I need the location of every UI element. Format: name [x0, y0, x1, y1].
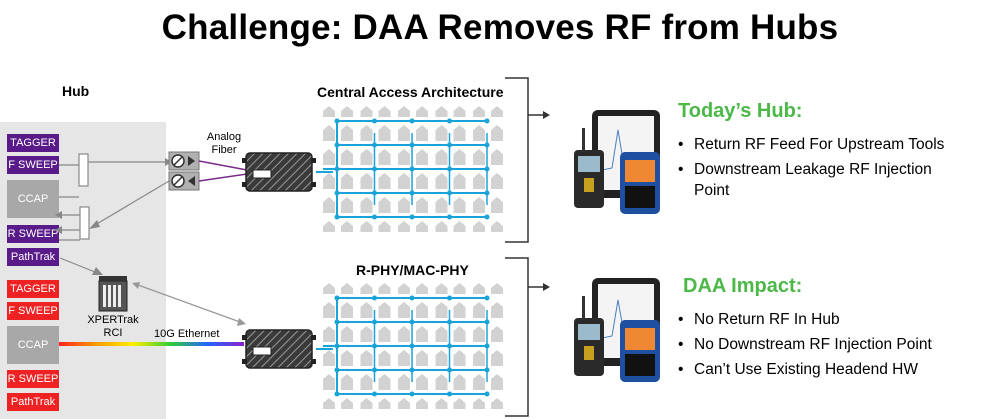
todays-hub-list: Return RF Feed For Upstream Tools Downst… — [676, 134, 996, 205]
list-item: No Return RF In Hub — [676, 309, 996, 330]
ethernet-label: 10G Ethernet — [154, 328, 220, 340]
bracket-top — [505, 77, 550, 243]
hub-label: Hub — [62, 83, 90, 99]
pathtrak-box-bottom: PathTrak — [7, 393, 59, 411]
splitter-top — [55, 153, 172, 275]
list-item: Return RF Feed For Upstream Tools — [676, 134, 996, 155]
page-title: Challenge: DAA Removes RF from Hubs — [161, 8, 839, 47]
xpertrak-rci-icon — [98, 276, 128, 312]
xpertrak-label: XPERTrak RCI — [87, 314, 139, 339]
daa-impact-list: No Return RF In Hub No Downstream RF Inj… — [676, 309, 996, 384]
fiber-transceiver-icon — [168, 151, 200, 191]
f-sweep-box-bottom: F SWEEP — [7, 302, 59, 320]
network-grid-bottom — [323, 283, 503, 409]
list-item: Downstream Leakage RF Injection Point — [676, 159, 934, 201]
tagger-box-top: TAGGER — [7, 134, 59, 152]
daa-impact-heading: DAA Impact: — [683, 275, 803, 297]
list-item: No Downstream RF Injection Point — [676, 334, 996, 355]
r-sweep-box-bottom: R SWEEP — [7, 370, 59, 388]
pathtrak-box-top: PathTrak — [7, 248, 59, 266]
bracket-bottom — [505, 257, 550, 417]
tagger-box-bottom: TAGGER — [7, 280, 59, 298]
rphy-label: R-PHY/MAC-PHY — [356, 262, 469, 278]
todays-hub-heading: Today’s Hub: — [678, 100, 803, 122]
r-sweep-box-top: R SWEEP — [7, 225, 59, 243]
node-icon-bottom — [242, 329, 316, 369]
f-sweep-box-top: F SWEEP — [7, 156, 59, 174]
test-meter-icon-top — [574, 110, 660, 214]
ccap-box-bottom: CCAP — [7, 326, 59, 364]
node-icon-top — [242, 152, 316, 192]
test-meter-icon-bottom — [574, 278, 660, 382]
network-grid-top — [323, 106, 503, 232]
ethernet-line — [59, 342, 244, 346]
list-item: Can’t Use Existing Headend HW — [676, 359, 996, 380]
ccap-box-top: CCAP — [7, 180, 59, 218]
central-access-label: Central Access Architecture — [317, 84, 504, 100]
analog-fiber-label: Analog Fiber — [206, 131, 242, 156]
xpertrak-link-line — [137, 284, 241, 323]
analog-fiber-line — [198, 160, 248, 171]
